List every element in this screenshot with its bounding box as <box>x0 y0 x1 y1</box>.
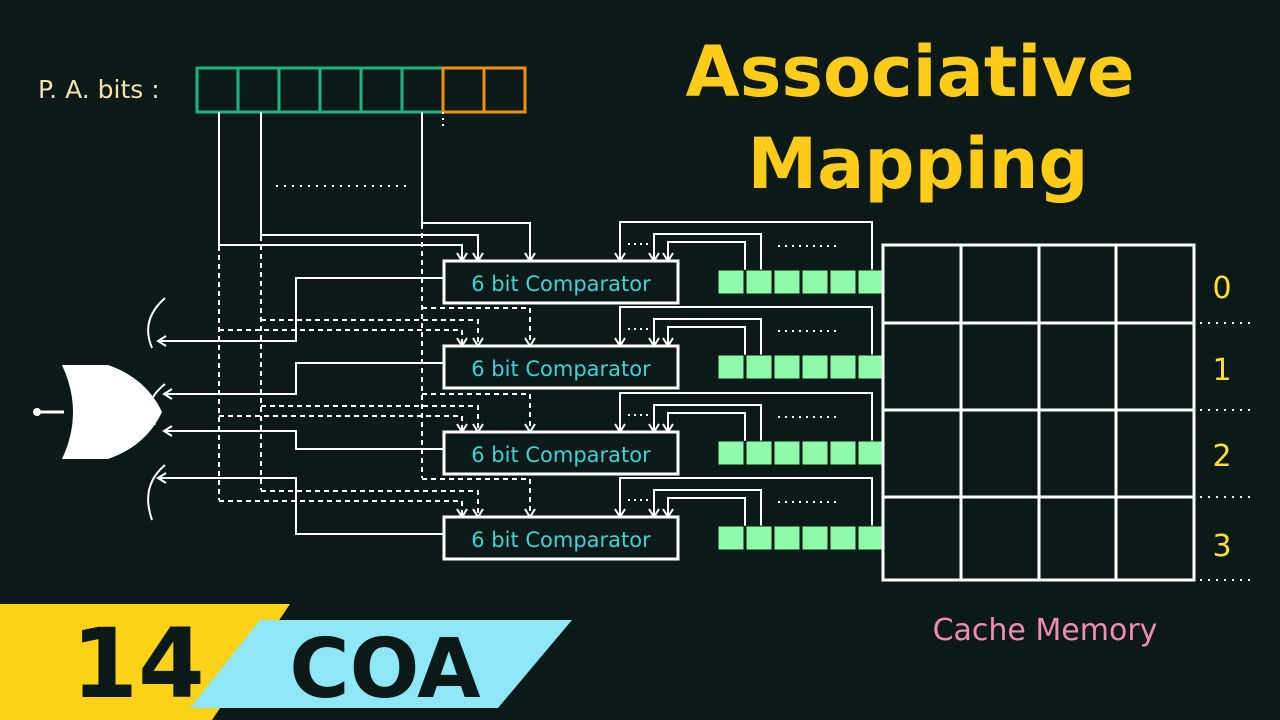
row-index-1: 1 <box>1212 353 1231 388</box>
comparator-2: 6 bit Comparator <box>442 430 680 476</box>
row-index-3: 3 <box>1212 529 1231 564</box>
connection-wires <box>147 112 873 535</box>
pa-bits-label: P. A. bits : <box>38 75 160 104</box>
row-index-0: 0 <box>1212 271 1231 306</box>
comparators: 6 bit Comparator 6 bit Comparator 6 bit Co… <box>442 259 680 561</box>
comparator-1: 6 bit Comparator <box>442 344 680 390</box>
tag-register-1 <box>717 354 885 380</box>
tag-registers <box>717 269 885 551</box>
comparator-0: 6 bit Comparator <box>442 259 680 305</box>
episode-badge <box>0 604 572 720</box>
tag-register-2 <box>717 440 885 466</box>
title-line-2: Mapping <box>747 123 1088 205</box>
row-divider-dots <box>1200 322 1252 581</box>
comparator-label: 6 bit Comparator <box>471 528 651 552</box>
comparator-label: 6 bit Comparator <box>471 443 651 467</box>
comparator-label: 6 bit Comparator <box>471 357 651 381</box>
course-code: COA <box>289 622 481 717</box>
tag-register-0 <box>717 269 885 295</box>
or-gate <box>33 365 162 459</box>
cache-memory-grid <box>881 243 1196 582</box>
cache-memory-label: Cache Memory <box>933 613 1158 648</box>
comparator-label: 6 bit Comparator <box>471 272 651 296</box>
episode-number: 14 <box>71 608 205 720</box>
pa-bits-register <box>195 66 527 114</box>
comparator-3: 6 bit Comparator <box>442 515 680 561</box>
tag-register-3 <box>717 525 885 551</box>
title-line-1: Associative <box>686 31 1135 113</box>
row-index-2: 2 <box>1212 439 1231 474</box>
